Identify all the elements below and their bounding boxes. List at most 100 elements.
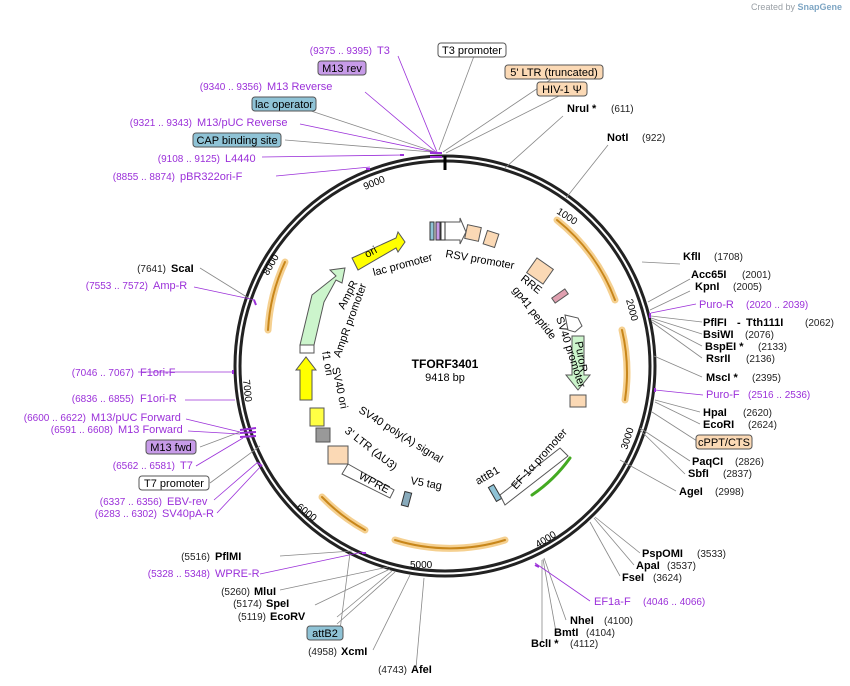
box-t7-promoter[interactable]: T7 promoter — [144, 478, 204, 490]
enzyme-ecorv[interactable]: EcoRV — [270, 611, 306, 623]
ltr-trunc-feature[interactable] — [464, 224, 482, 242]
enzyme-scai[interactable]: ScaI — [171, 263, 194, 275]
enzyme-acc65i[interactable]: Acc65I — [691, 269, 726, 281]
leader-lines — [199, 55, 703, 669]
app-credit: Created by SnapGene — [751, 2, 842, 12]
rsv-promoter-feature[interactable] — [444, 217, 467, 245]
wpre-feature[interactable] — [341, 463, 395, 499]
enzyme-nrui[interactable]: NruI * — [567, 103, 597, 115]
enzyme-sbfi-pos: (2837) — [723, 469, 752, 480]
enzyme-spei-pos: (5174) — [233, 599, 262, 610]
enzyme-xcmi[interactable]: XcmI — [341, 646, 367, 658]
enzyme-fsei[interactable]: FseI — [622, 572, 644, 584]
sv40-polya-feature[interactable] — [315, 427, 331, 443]
primer-f1ori-r-name[interactable]: F1ori-R — [140, 393, 177, 405]
enzyme-bcli[interactable]: BclI * — [531, 638, 559, 650]
f1-ori-feature[interactable] — [294, 356, 318, 401]
ori-feature[interactable] — [351, 230, 406, 271]
primer-t3-name[interactable]: T3 — [377, 45, 390, 57]
enzyme-agei[interactable]: AgeI — [679, 486, 703, 498]
primer-puro-r-name[interactable]: Puro-R — [699, 299, 734, 311]
primer-pbr322-name[interactable]: pBR322ori-F — [180, 171, 243, 183]
primer-t7-name[interactable]: T7 — [180, 460, 193, 472]
primer-ebv-rev-name[interactable]: EBV-rev — [167, 496, 208, 508]
primer-sv40pa-r-name[interactable]: SV40pA-R — [162, 508, 214, 520]
enzyme-scai-pos: (7641) — [137, 264, 166, 275]
primer-ebv-rev-pos: (6337 .. 6356) — [100, 497, 162, 508]
enzyme-mlui[interactable]: MluI — [254, 586, 276, 598]
box-hiv-psi[interactable]: HIV-1 Ψ — [542, 84, 582, 96]
attb1-feature[interactable] — [487, 483, 503, 503]
enzyme-pspomi[interactable]: PspOMI — [642, 548, 683, 560]
enzyme-apai[interactable]: ApaI — [636, 560, 660, 572]
box-t3-promoter[interactable]: T3 promoter — [442, 45, 502, 57]
puror-feature[interactable] — [564, 335, 592, 391]
primer-wpre-r-name[interactable]: WPRE-R — [215, 568, 260, 580]
enzyme-bspei[interactable]: BspEI * — [705, 341, 744, 353]
enzyme-hpai[interactable]: HpaI — [703, 407, 727, 419]
box-m13-rev[interactable]: M13 rev — [322, 63, 362, 75]
primer-m13puc-forward-name[interactable]: M13/pUC Forward — [91, 412, 181, 424]
cppt-feature[interactable] — [569, 394, 587, 408]
hiv-psi-feature[interactable] — [482, 229, 500, 249]
label-rsv-promoter: RSV promoter — [444, 248, 515, 272]
t3-promoter-feature[interactable] — [440, 221, 446, 241]
v5-tag-feature[interactable] — [400, 490, 413, 508]
primer-labels: (9375 .. 9395) T3 (9340 .. 9356) M13 Rev… — [24, 45, 811, 608]
sv40-ori-feature[interactable] — [309, 407, 325, 427]
credit-prefix: Created by — [750, 2, 795, 12]
enzyme-mlui-pos: (5260) — [221, 587, 250, 598]
enzyme-paqci[interactable]: PaqCI — [692, 456, 723, 468]
primer-ampr-name[interactable]: Amp-R — [153, 280, 187, 292]
enzyme-spei[interactable]: SpeI — [266, 598, 289, 610]
enzyme-msci[interactable]: MscI * — [706, 372, 739, 384]
rre-feature[interactable] — [525, 257, 555, 285]
enzyme-ecori[interactable]: EcoRI — [703, 419, 734, 431]
primer-m13puc-reverse-pos: (9321 .. 9343) — [130, 118, 192, 129]
ef1a-promoter-feature[interactable] — [499, 447, 569, 506]
enzyme-fsei-pos: (3624) — [653, 573, 682, 584]
enzyme-kfli[interactable]: KflI — [683, 251, 701, 263]
ltr-au3-feature[interactable] — [327, 445, 349, 465]
enzyme-kpni[interactable]: KpnI — [695, 281, 719, 293]
enzyme-pflfi[interactable]: PflFI — [703, 317, 727, 329]
ampr-promoter-feature[interactable] — [299, 344, 315, 354]
primer-ef1a-f-name[interactable]: EF1a-F — [594, 596, 631, 608]
enzyme-pflfi-sep: - — [737, 317, 741, 329]
ampr-feature[interactable] — [299, 267, 346, 346]
enzyme-tth111i[interactable]: Tth111I — [746, 317, 783, 329]
enzyme-sbfi[interactable]: SbfI — [688, 468, 709, 480]
box-lac-operator[interactable]: lac operator — [255, 99, 313, 111]
primer-puro-f-name[interactable]: Puro-F — [706, 389, 740, 401]
gp41-feature[interactable] — [551, 288, 569, 304]
enzyme-bsiwi[interactable]: BsiWI — [703, 329, 734, 341]
enzyme-nrui-pos: (611) — [611, 104, 634, 115]
enzyme-nhei[interactable]: NheI — [570, 615, 594, 627]
primer-f1ori-f-name[interactable]: F1ori-F — [140, 367, 176, 379]
primer-m13-forward-name[interactable]: M13 Forward — [118, 424, 183, 436]
primer-f1ori-f-pos: (7046 .. 7067) — [72, 368, 134, 379]
sv40-promoter-feature[interactable] — [564, 314, 583, 333]
primer-f1ori-r-pos: (6836 .. 6855) — [72, 394, 134, 405]
box-m13-fwd[interactable]: M13 fwd — [150, 442, 192, 454]
box-attb2[interactable]: attB2 — [312, 628, 338, 640]
primer-l4440-name[interactable]: L4440 — [225, 153, 256, 165]
enzyme-rsrii[interactable]: RsrII — [706, 353, 730, 365]
enzyme-hpai-pos: (2620) — [743, 408, 772, 419]
label-v5-tag: V5 tag — [409, 475, 442, 492]
primer-m13-forward-pos: (6591 .. 6608) — [51, 425, 113, 436]
primer-m13-reverse-name[interactable]: M13 Reverse — [267, 81, 332, 93]
lac-operator-feature[interactable] — [429, 221, 435, 241]
enzyme-bmti[interactable]: BmtI — [554, 627, 578, 639]
plasmid-length: 9418 bp — [425, 372, 465, 384]
box-5-ltr-truncated[interactable]: 5' LTR (truncated) — [510, 67, 597, 79]
box-cap-binding-site[interactable]: CAP binding site — [196, 135, 277, 147]
snapgene-logo[interactable]: SnapGene — [797, 2, 842, 12]
tick-6000: 6000 — [294, 502, 319, 525]
enzyme-noti[interactable]: NotI — [607, 132, 628, 144]
box-cppt-cts[interactable]: cPPT/CTS — [698, 437, 750, 449]
enzyme-pflmi[interactable]: PflMI — [215, 551, 241, 563]
enzyme-afei[interactable]: AfeI — [411, 664, 432, 676]
primer-m13puc-reverse-name[interactable]: M13/pUC Reverse — [197, 117, 287, 129]
m13-rev-feature[interactable] — [435, 221, 441, 241]
